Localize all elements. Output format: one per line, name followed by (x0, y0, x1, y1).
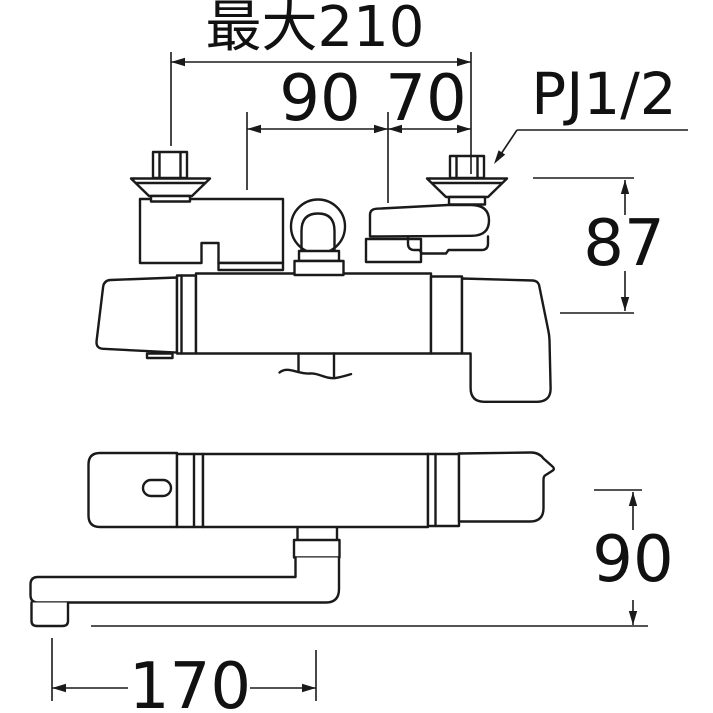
hook-base-lower (293, 259, 345, 277)
dim-label-inlet-height: 87 (583, 207, 664, 281)
dim-label-left-span: 90 (279, 62, 360, 136)
dim-label-right-span: 70 (385, 62, 466, 136)
dimensions: 最大210 90 70 PJ1/2 (51, 0, 688, 713)
side-view (29, 451, 556, 628)
cap-right-with-lever (457, 451, 556, 523)
spout-arm (29, 556, 341, 604)
hook-base-upper (297, 249, 341, 263)
dim-max-width: 最大210 (170, 0, 472, 174)
shower-arm (368, 203, 491, 238)
side-collar-left (175, 452, 205, 529)
side-collar-right (426, 452, 461, 528)
body-collar-left (175, 274, 198, 355)
flange-left-collar (149, 194, 192, 203)
mount-tab (145, 352, 174, 360)
bolt-right (448, 154, 486, 180)
flange-left (129, 177, 212, 198)
dim-span-90-70: 90 70 (246, 62, 471, 203)
wall-union-left (138, 197, 285, 265)
arm-boss (406, 235, 490, 255)
spout-nozzle (30, 601, 70, 628)
callout-thread: PJ1/2 (494, 60, 688, 164)
break-line (278, 368, 353, 380)
wall-union-left-foot (217, 261, 285, 272)
indicator-slot (141, 478, 173, 498)
bolt-left (151, 150, 189, 180)
dim-label-max-width: 最大210 (206, 0, 425, 60)
hanger-hook (289, 198, 347, 255)
dim-label-thread: PJ1/2 (531, 60, 676, 128)
dim-spout-reach: 170 (51, 638, 317, 713)
dim-inlet-height: 87 (533, 177, 665, 314)
hanger-hook-inner (300, 212, 336, 254)
handle-left (95, 276, 179, 354)
dim-spout-drop: 90 (91, 489, 674, 627)
flange-right (425, 177, 509, 199)
flange-right-collar (447, 195, 487, 206)
spout-collar (292, 538, 341, 559)
cap-left (87, 451, 179, 529)
body-main (194, 272, 433, 355)
dim-label-spout-drop: 90 (592, 523, 673, 597)
body-side (201, 452, 430, 529)
dim-label-spout-reach: 170 (129, 650, 251, 713)
body-collar-right (429, 275, 464, 355)
front-view (95, 150, 552, 403)
handle-right-with-grip (460, 277, 552, 403)
